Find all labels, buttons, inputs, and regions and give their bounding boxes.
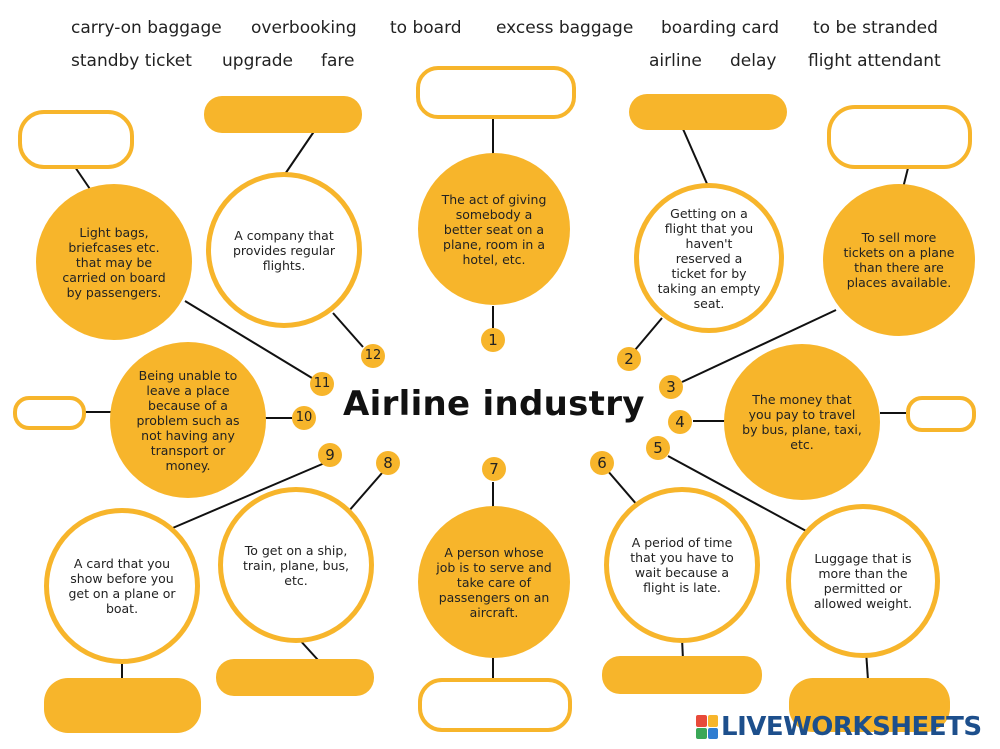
word-bank-item: to be stranded <box>813 18 938 38</box>
definition-circle-3: To sell more tickets on a plane than the… <box>823 184 975 336</box>
answer-box-10[interactable] <box>13 396 86 430</box>
word-bank-item: excess baggage <box>496 18 634 38</box>
answer-box-9[interactable] <box>44 678 201 733</box>
number-badge-11: 11 <box>310 372 334 396</box>
definition-text: To sell more tickets on a plane than the… <box>843 230 955 290</box>
word-bank-item: standby ticket <box>71 51 192 71</box>
answer-box-3[interactable] <box>827 105 972 169</box>
word-bank-item: to board <box>390 18 462 38</box>
word-bank-item: boarding card <box>661 18 780 38</box>
number-badge-2: 2 <box>617 347 641 371</box>
definition-text: The act of giving somebody a better seat… <box>441 191 547 267</box>
answer-box-5[interactable] <box>789 678 950 732</box>
definition-circle-4: The money that you pay to travel by bus,… <box>724 344 880 500</box>
word-bank-item: delay <box>730 51 777 71</box>
answer-box-12[interactable] <box>204 96 362 133</box>
logo-mark-icon <box>696 715 718 739</box>
number-badge-1: 1 <box>481 328 505 352</box>
definition-text: A person whose job is to serve and take … <box>436 544 552 620</box>
definition-text: Getting on a flight that you haven't res… <box>657 205 761 311</box>
number-badge-12: 12 <box>361 344 385 368</box>
number-badge-8: 8 <box>376 451 400 475</box>
definition-circle-12: A company that provides regular flights. <box>206 172 362 328</box>
definition-text: The money that you pay to travel by bus,… <box>742 392 862 452</box>
definition-circle-11: Light bags, briefcases etc. that may be … <box>36 184 192 340</box>
word-bank-item: upgrade <box>222 51 294 71</box>
number-badge-4: 4 <box>668 410 692 434</box>
definition-circle-6: A period of time that you have to wait b… <box>604 487 760 643</box>
definition-circle-2: Getting on a flight that you haven't res… <box>634 183 784 333</box>
definition-circle-5: Luggage that is more than the permitted … <box>786 504 940 658</box>
definition-circle-1: The act of giving somebody a better seat… <box>418 153 570 305</box>
definition-circle-10: Being unable to leave a place because of… <box>110 342 266 498</box>
word-bank-item: carry-on baggage <box>71 18 222 38</box>
word-bank-item: overbooking <box>251 18 357 38</box>
logo-text: LIVEWORKSHEETS <box>721 712 982 742</box>
answer-box-6[interactable] <box>602 656 762 694</box>
definition-text: A card that you show before you get on a… <box>68 556 176 616</box>
answer-box-11[interactable] <box>18 110 134 169</box>
word-bank-item: flight attendant <box>808 51 941 71</box>
definition-text: A period of time that you have to wait b… <box>630 535 734 595</box>
number-badge-6: 6 <box>590 451 614 475</box>
number-badge-10: 10 <box>292 406 316 430</box>
liveworksheets-logo: LIVEWORKSHEETS <box>696 712 982 742</box>
number-badge-7: 7 <box>482 457 506 481</box>
word-bank-item: airline <box>649 51 702 71</box>
definition-text: Luggage that is more than the permitted … <box>813 551 913 611</box>
definition-circle-8: To get on a ship, train, plane, bus, etc… <box>218 487 374 643</box>
definition-text: To get on a ship, train, plane, bus, etc… <box>242 542 349 588</box>
number-badge-9: 9 <box>318 443 342 467</box>
answer-box-8[interactable] <box>216 659 374 696</box>
answer-box-4[interactable] <box>906 396 976 432</box>
number-badge-5: 5 <box>646 436 670 460</box>
answer-box-7[interactable] <box>418 678 572 732</box>
definition-circle-7: A person whose job is to serve and take … <box>418 506 570 658</box>
definition-text: A company that provides regular flights. <box>232 227 336 273</box>
word-bank-item: fare <box>321 51 355 71</box>
answer-box-2[interactable] <box>629 94 787 130</box>
page-title: Airline industry <box>343 384 645 424</box>
definition-circle-9: A card that you show before you get on a… <box>44 508 200 664</box>
definition-text: Being unable to leave a place because of… <box>136 367 240 473</box>
definition-text: Light bags, briefcases etc. that may be … <box>62 224 166 300</box>
answer-box-1[interactable] <box>416 66 576 119</box>
number-badge-3: 3 <box>659 375 683 399</box>
